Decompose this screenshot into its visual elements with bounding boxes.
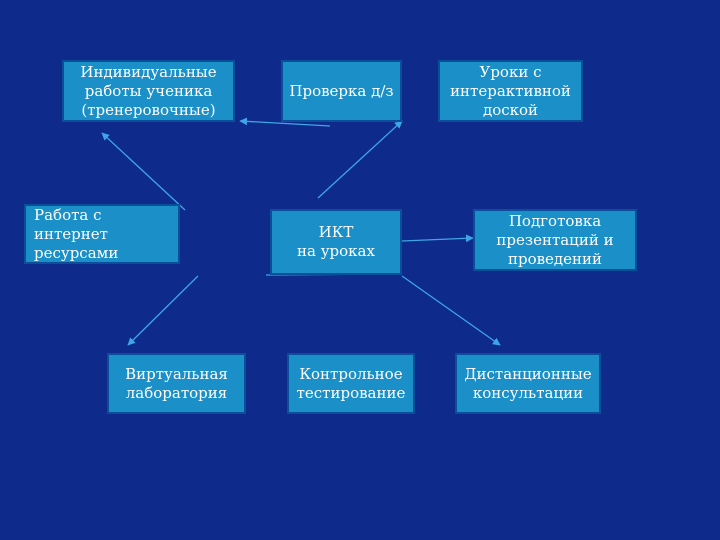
arrow-to-individual-work xyxy=(101,132,186,211)
arrow-to-virtual-lab xyxy=(127,275,199,346)
node-interactive-board: Уроки с интерактивной доской xyxy=(438,60,583,122)
node-control-testing: Контрольное тестирование xyxy=(287,353,415,414)
arrow-to-presentations xyxy=(401,234,474,243)
arrow-to-homework-check xyxy=(317,120,403,199)
node-virtual-lab: Виртуальная лаборатория xyxy=(107,353,246,414)
node-homework-check: Проверка д/з xyxy=(281,60,402,122)
node-individual-work: Индивидуальные работы ученика (тренерово… xyxy=(62,60,235,122)
node-remote-consult: Дистанционные консультации xyxy=(455,353,601,414)
node-ikt: ИКТ на уроках xyxy=(270,209,402,275)
node-internet-resources: Работа с интернет ресурсами xyxy=(24,204,180,264)
node-presentations: Подготовка презентаций и проведений xyxy=(473,209,637,271)
arrow-to-individual-work-top xyxy=(239,117,331,127)
arrow-to-remote-consult xyxy=(401,275,501,346)
